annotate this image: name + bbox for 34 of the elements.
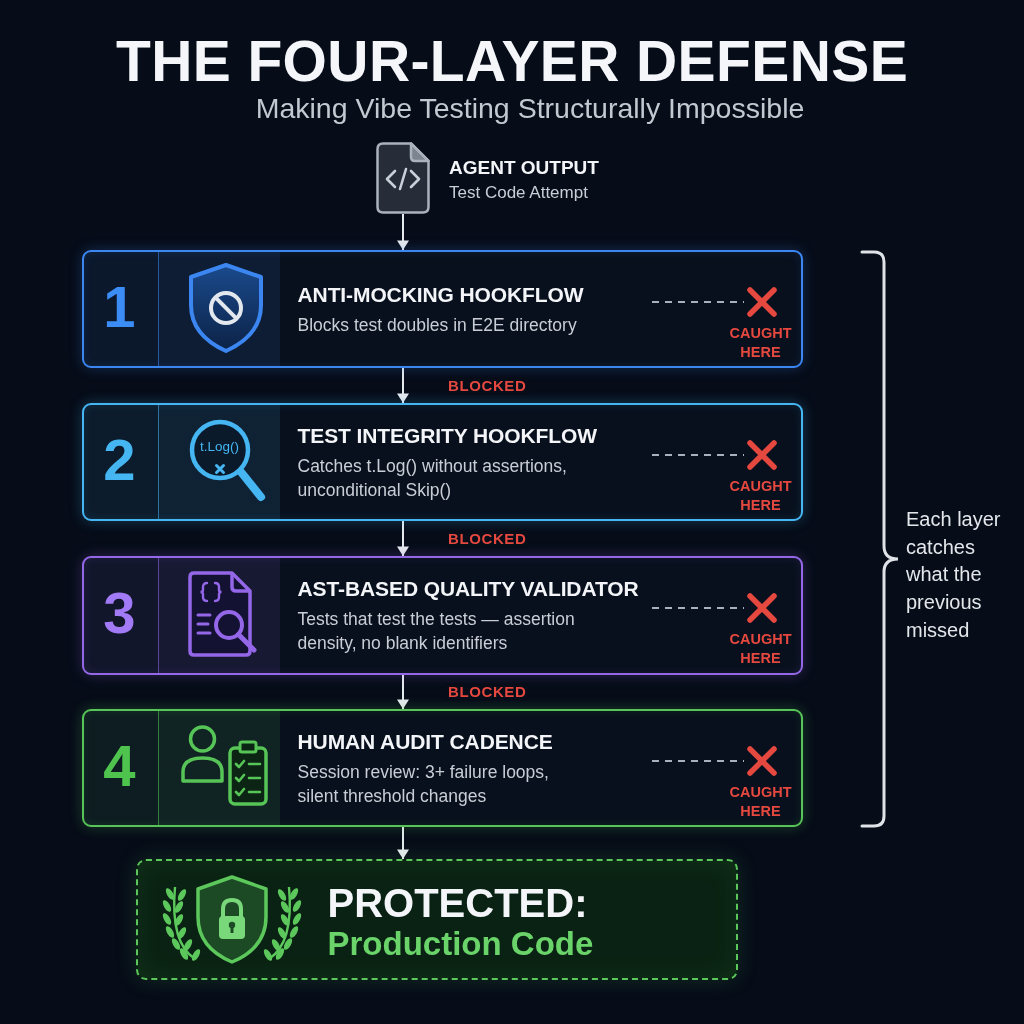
status-label: CAUGHT HERE xyxy=(729,323,792,362)
layer-number: 3 xyxy=(103,584,136,642)
result-subheading: Production Code xyxy=(327,925,594,963)
title: THE FOUR-LAYER DEFENSE xyxy=(115,31,909,91)
bracket-note: Each layer catches what the previous missed xyxy=(906,507,1002,643)
layer-title: ANTI-MOCKING HOOKFLOW xyxy=(297,281,584,308)
layer-title: HUMAN AUDIT CADENCE xyxy=(297,728,553,755)
layer-card xyxy=(82,403,803,521)
arrow xyxy=(397,367,409,404)
arrow xyxy=(397,520,409,557)
arrow xyxy=(397,826,409,860)
layer-card xyxy=(82,709,803,827)
arrow xyxy=(397,213,409,251)
arrow xyxy=(397,674,409,710)
layer-card xyxy=(82,250,803,368)
status-label: CAUGHT HERE xyxy=(729,476,792,515)
layer-description: Catches t.Log() without assertions, unconditional Skip() xyxy=(297,454,568,502)
layer-number: 2 xyxy=(103,430,136,489)
status-label: CAUGHT HERE xyxy=(729,629,792,668)
source-subheading: Test Code Attempt xyxy=(449,183,588,203)
layer-number: 1 xyxy=(103,277,136,336)
layer-title: TEST INTEGRITY HOOKFLOW xyxy=(297,422,597,449)
status-label: CAUGHT HERE xyxy=(729,782,792,821)
result-panel xyxy=(136,859,738,980)
subtitle: Making Vibe Testing Structurally Impossible xyxy=(255,92,805,124)
layer-description: Blocks test doubles in E2E directory xyxy=(297,313,577,337)
code-text: t.Log() xyxy=(200,438,239,455)
layer-description: Tests that test the tests — assertion density, no blank identifiers xyxy=(297,608,576,655)
layer-description: Session review: 3+ failure loops, silent threshold changes xyxy=(297,760,550,808)
result-heading: PROTECTED: xyxy=(327,882,588,924)
layer-title: AST-BASED QUALITY VALIDATOR xyxy=(297,576,639,602)
layer-card xyxy=(82,556,803,675)
layer-number: 4 xyxy=(103,736,136,795)
source-heading: AGENT OUTPUT xyxy=(449,157,599,179)
